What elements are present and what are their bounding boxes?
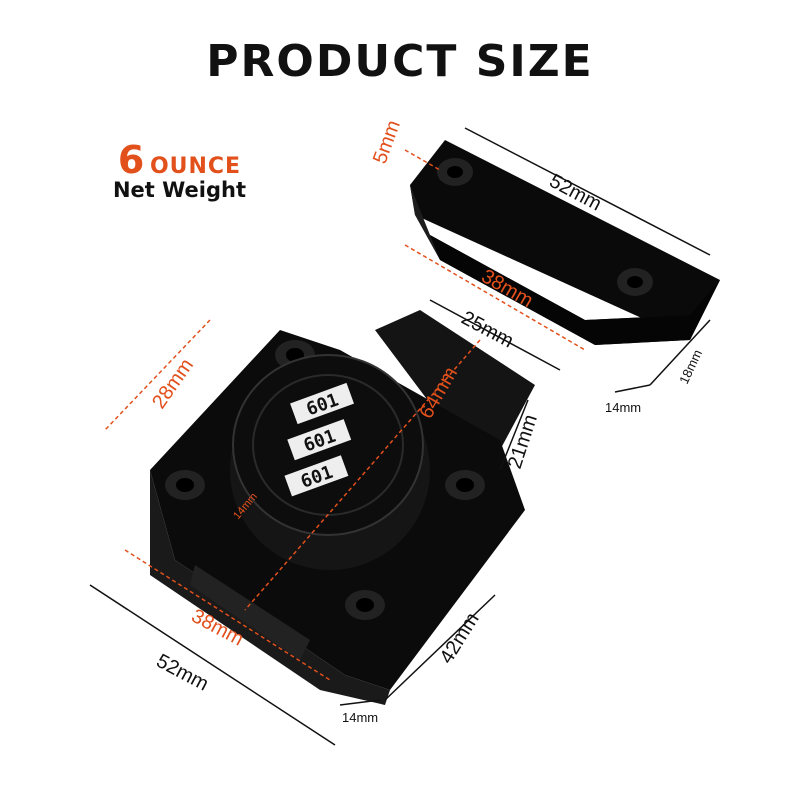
net-weight-block: 6 OUNCE Net Weight <box>92 138 267 202</box>
dim-body-hole-spacing-side: 28mm <box>148 355 198 413</box>
dimension-lines <box>89 127 711 746</box>
dim-body-depth: 14mm <box>342 710 378 725</box>
weight-label: Net Weight <box>112 178 247 202</box>
bolt <box>375 310 535 450</box>
dial-wheel[interactable] <box>284 455 349 497</box>
weight-number: 6 <box>117 138 145 182</box>
weight-value: 6 OUNCE <box>92 138 267 182</box>
dim-strike-hole-offset: 5mm <box>369 117 405 166</box>
combination-dial[interactable]: 601 601 601 <box>230 354 430 570</box>
dim-strike-hole-spacing: 38mm <box>478 265 537 312</box>
dim-strike-depth: 14mm <box>605 400 641 415</box>
strike-plate <box>410 140 720 345</box>
dial-wheel[interactable] <box>287 419 352 461</box>
dim-body-length: 52mm <box>153 650 212 696</box>
dial-wheel[interactable] <box>290 382 354 425</box>
page-title: PRODUCT SIZE <box>206 36 594 87</box>
weight-unit: OUNCE <box>149 154 242 179</box>
